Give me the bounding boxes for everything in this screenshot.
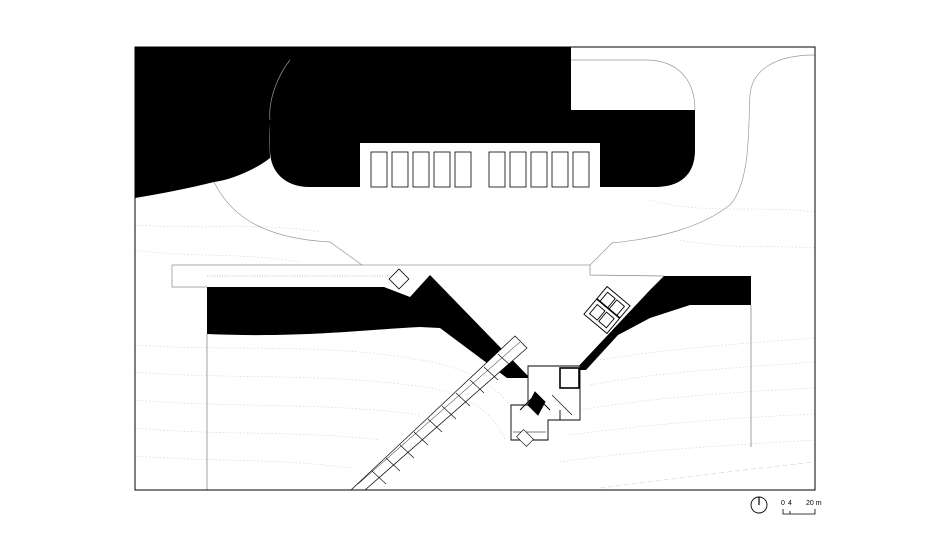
access-road-edge <box>213 54 815 266</box>
dotted-boundary <box>135 49 215 183</box>
north-arrow-icon <box>750 496 768 514</box>
parking-stalls <box>370 151 590 188</box>
terrain-contours <box>135 199 815 489</box>
right-retaining-mass <box>575 276 751 370</box>
right-pavilion <box>583 285 631 335</box>
scale-tick-0: 0 <box>781 500 785 507</box>
terrace-bar <box>171 264 665 288</box>
left-retaining-mass <box>207 275 530 378</box>
diagonal-stair <box>350 335 528 490</box>
scale-tick-20: 20 m <box>806 500 822 507</box>
upper-terrace-mass <box>270 47 695 187</box>
scale-bar: 0 4 20 m <box>781 500 822 515</box>
outline-lines <box>135 49 815 490</box>
small-pavilion <box>388 268 410 290</box>
drawing-frame <box>134 46 816 491</box>
central-building <box>510 365 581 447</box>
left-vegetation-mass <box>135 47 290 198</box>
black-masses <box>135 47 751 378</box>
scale-tick-4: 4 <box>788 500 792 507</box>
